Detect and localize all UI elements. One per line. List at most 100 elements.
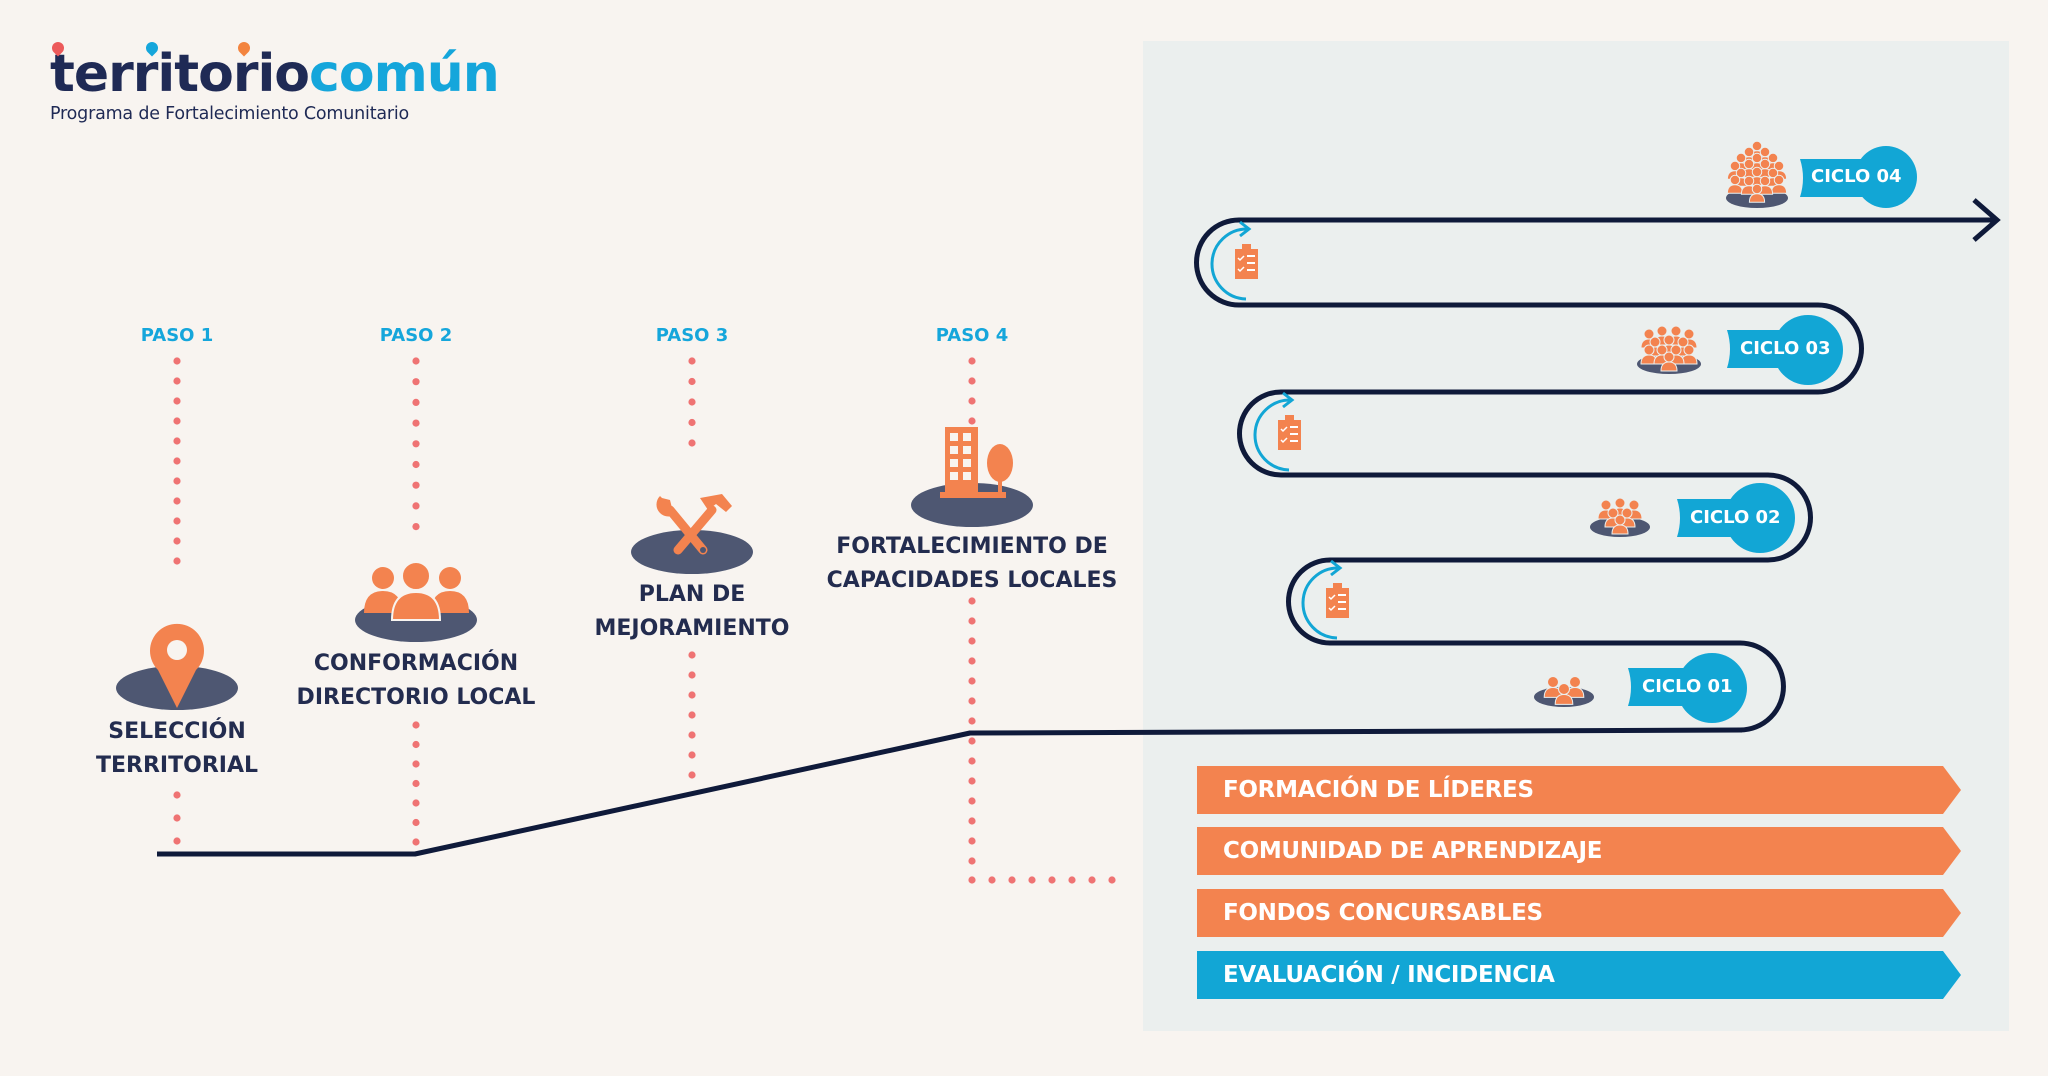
guide-dot <box>688 731 696 739</box>
group-people-icon <box>355 561 477 642</box>
guide-dot <box>688 751 696 759</box>
badge-flag <box>1677 499 1787 537</box>
banner-formacion-lideres: FORMACIÓN DE LÍDERES <box>1197 766 1965 814</box>
small-group-icon <box>1534 676 1594 707</box>
cycle-label-01: CICLO 01 <box>1642 676 1733 697</box>
banner-shape <box>1197 889 1961 937</box>
person-head <box>1773 174 1785 186</box>
evaluation-icons <box>1210 220 1349 640</box>
guide-dot <box>412 378 420 386</box>
logo-subtitle: Programa de Fortalecimiento Comunitario <box>50 104 410 124</box>
guide-dot <box>173 791 181 799</box>
guide-dot <box>412 838 420 846</box>
cycle-badge-2 <box>1677 483 1795 553</box>
refresh-arc <box>1253 398 1292 472</box>
check <box>1280 426 1288 433</box>
person-head <box>1759 146 1771 158</box>
check <box>1280 437 1288 444</box>
person-body <box>1770 184 1788 194</box>
guide-dot <box>1068 876 1076 884</box>
banner-shape <box>1197 951 1961 999</box>
logo: territoriocomún Programa de Fortalecimie… <box>49 39 500 124</box>
person-head <box>1656 325 1668 337</box>
progress-line <box>157 727 1743 857</box>
guide-dot <box>412 799 420 807</box>
person-head <box>1663 351 1675 363</box>
clipboard-line <box>1290 433 1298 435</box>
cycle-label-02: CICLO 02 <box>1690 507 1781 528</box>
logo-part1: territorio <box>50 44 310 104</box>
step-title-line: CONFORMACIÓN <box>313 651 519 676</box>
cycle-icons <box>1534 140 1788 707</box>
guide-dot <box>688 418 696 427</box>
person-body <box>1611 524 1629 535</box>
guide-dot <box>173 497 181 505</box>
banner-label: FORMACIÓN DE LÍDERES <box>1223 777 1534 803</box>
guide-dot <box>173 397 181 405</box>
person-head <box>1569 676 1581 688</box>
step-title-line: DIRECTORIO LOCAL <box>296 685 536 710</box>
guide-dot <box>1108 876 1116 884</box>
person-head <box>1735 152 1747 164</box>
guide-dot <box>968 817 976 825</box>
refresh-arrow <box>1330 559 1343 577</box>
person-head <box>1729 174 1741 186</box>
step-title-line: CAPACIDADES LOCALES <box>826 568 1118 593</box>
person-head <box>1683 344 1695 356</box>
clipboard-line <box>1290 440 1298 442</box>
person-head <box>1743 175 1755 187</box>
banner-shape <box>1197 766 1961 814</box>
step-title-conformacion: CONFORMACIÓN DIRECTORIO LOCAL <box>297 647 536 715</box>
guide-dot <box>173 377 181 385</box>
tools-wrench-hammer-icon <box>631 494 753 574</box>
guide-dot <box>688 398 696 406</box>
guide-dot <box>968 597 976 605</box>
guide-dot <box>968 717 976 725</box>
guide-dot <box>1088 876 1096 884</box>
step-title-line: TERRITORIAL <box>96 753 258 778</box>
paso-label: PASO 3 <box>655 325 729 346</box>
person-head <box>1767 152 1779 164</box>
refresh-arc <box>1210 227 1249 301</box>
banner-comunidad-aprendizaje: COMUNIDAD DE APRENDIZAJE <box>1197 827 1965 875</box>
arrow-head-icon <box>1972 198 2001 242</box>
person-head <box>1759 158 1771 170</box>
guide-dot <box>968 837 976 845</box>
guide-dot <box>412 779 420 788</box>
guide-dot <box>1048 876 1056 884</box>
guide-dot <box>1028 876 1036 884</box>
badge-flag <box>1628 668 1738 706</box>
guide-dot <box>412 740 420 749</box>
dotted-guides <box>173 357 1116 884</box>
person-body <box>1748 193 1766 203</box>
badge-flag <box>1800 159 1910 197</box>
refresh-arrow <box>1282 391 1295 409</box>
guide-dot <box>968 617 976 625</box>
person-head <box>1558 683 1570 695</box>
guide-dot <box>688 711 696 719</box>
guide-dot <box>688 691 696 699</box>
guide-dot <box>412 721 420 729</box>
guide-dot <box>968 876 976 884</box>
check <box>1328 605 1336 612</box>
cycle-badge-3 <box>1727 315 1843 385</box>
cycle-badges <box>1628 146 1917 723</box>
clipboard-line <box>1247 255 1255 257</box>
guide-dot <box>688 771 696 779</box>
guide-dot <box>412 357 420 365</box>
banner-label: FONDOS CONCURSABLES <box>1223 900 1543 926</box>
clipboard-line <box>1247 262 1255 264</box>
guide-dot <box>173 357 181 365</box>
guide-dot <box>688 439 696 447</box>
person-head <box>1751 183 1763 195</box>
guide-dot <box>412 398 420 406</box>
guide-dot <box>968 777 976 785</box>
paso-label: PASO 2 <box>379 325 453 346</box>
guide-dot <box>968 737 976 745</box>
clipboard-refresh-icon <box>1210 220 1258 301</box>
banner-shapes <box>1197 766 1961 999</box>
guide-dot <box>412 419 420 427</box>
guide-dot <box>412 818 420 827</box>
step-title-line: FORTALECIMIENTO DE <box>836 534 1108 559</box>
